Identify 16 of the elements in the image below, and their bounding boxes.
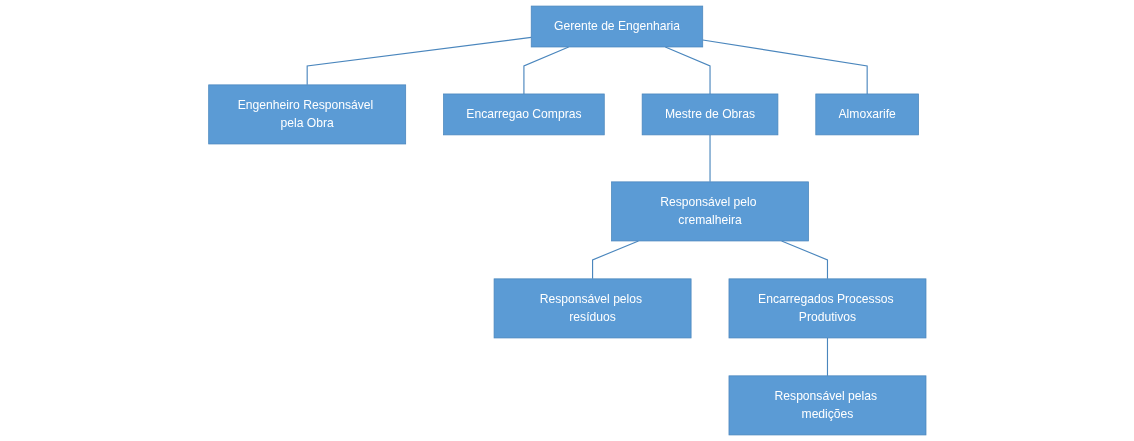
connector xyxy=(591,240,639,280)
connector xyxy=(709,134,711,183)
node-box: Encarregao Compras xyxy=(442,93,605,136)
connector xyxy=(826,337,828,377)
connector xyxy=(306,36,532,86)
connector xyxy=(664,46,711,95)
node-box: Gerente de Engenharia xyxy=(530,5,703,48)
node-box: Responsável pelo cremalheira xyxy=(610,181,809,242)
node-box: Responsável pelas medições xyxy=(728,375,927,436)
node-box: Encarregados Processos Produtivos xyxy=(728,278,927,339)
connector xyxy=(701,39,868,95)
node-box: Almoxarife xyxy=(815,93,919,136)
node-box: Responsável pelos resíduos xyxy=(493,278,692,339)
connector xyxy=(523,46,569,95)
node-box: Mestre de Obras xyxy=(641,93,778,136)
node-box: Engenheiro Responsável pela Obra xyxy=(207,84,406,145)
